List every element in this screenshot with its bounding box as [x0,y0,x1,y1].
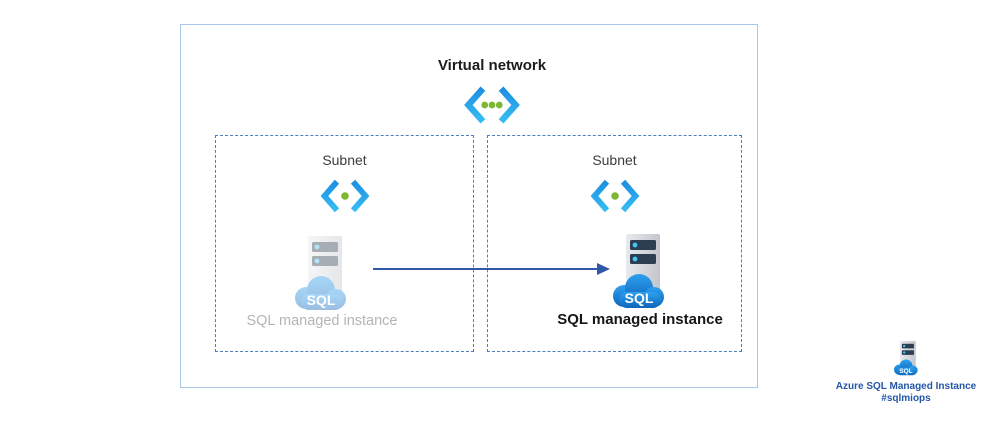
sql-cloud-text: SQL [307,292,336,308]
migration-arrow-icon [373,263,610,275]
subnet-label: Subnet [322,152,367,168]
sql-managed-instance-label-target: SQL managed instance [557,311,723,328]
virtual-network-box [180,24,758,388]
badge-hashtag: #sqlmiops [881,393,931,404]
sql-cloud-text: SQL [899,368,912,375]
sql-managed-instance-icon-small: SQL [893,340,918,376]
sql-managed-instance-icon-source: SQL [291,234,353,316]
sql-managed-instance-label-source: SQL managed instance [246,313,398,329]
brand-badge: SQL Azure SQL Managed Instance #sqlmiops [825,340,987,405]
subnet-box-source: Subnet [215,135,474,352]
badge-title: Azure SQL Managed Instance [835,381,977,392]
subnet-box-target: Subnet [487,135,742,352]
sql-managed-instance-icon-target: SQL [609,232,671,314]
virtual-network-label: Virtual network [437,57,547,74]
subnet-icon [320,179,369,213]
subnet-icon [590,179,639,213]
subnet-label: Subnet [592,152,637,168]
sql-cloud-text: SQL [625,290,654,306]
virtual-network-icon [464,86,520,124]
